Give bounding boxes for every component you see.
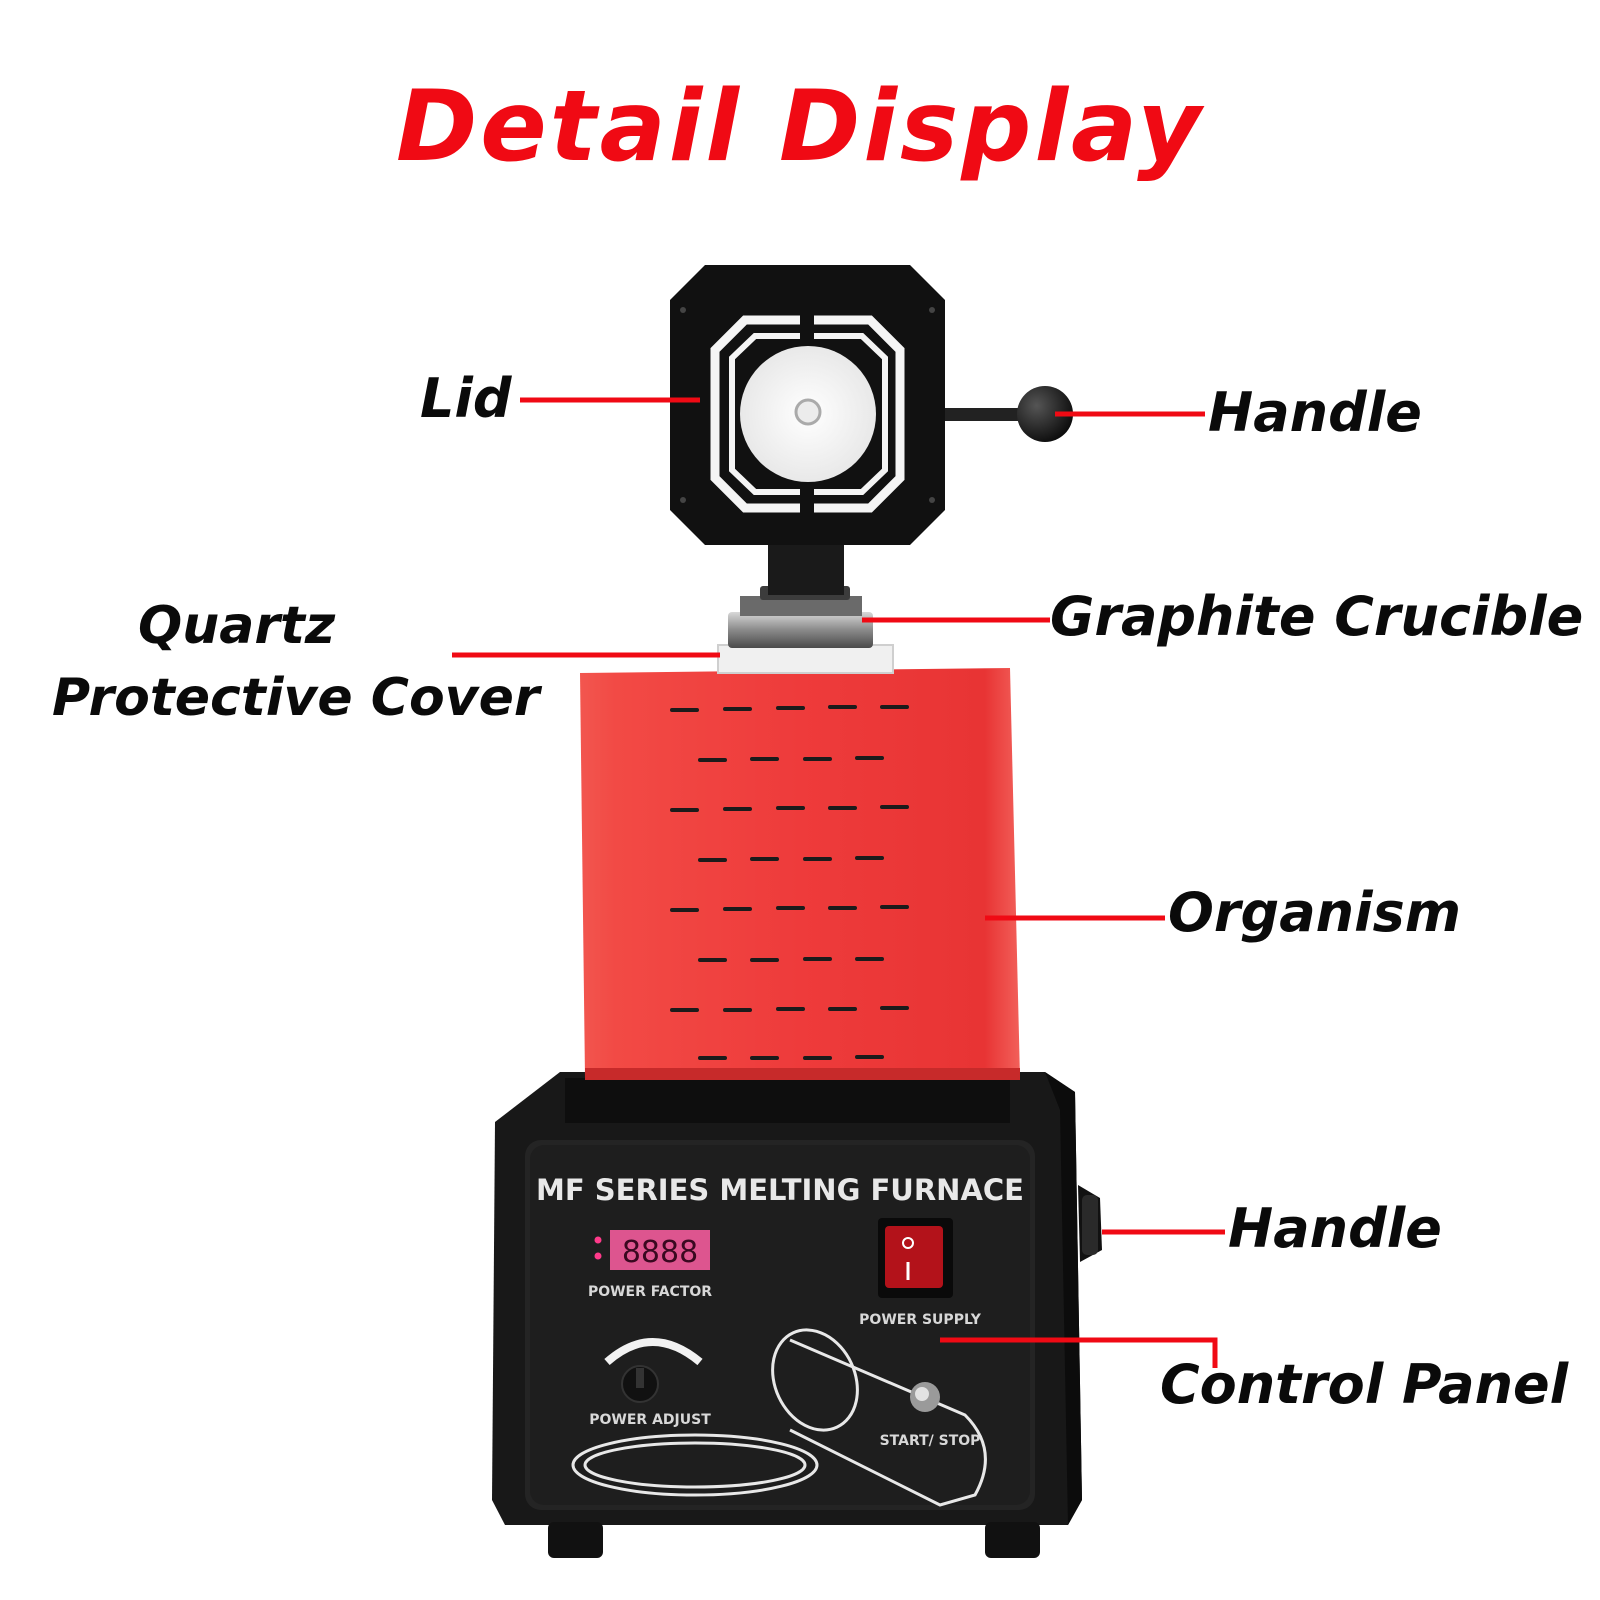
lid-label: Lid	[420, 367, 512, 430]
control-panel-label: Control Panel	[1160, 1353, 1569, 1416]
power-switch-icon[interactable]	[878, 1218, 953, 1298]
quartz-label-line1: Quartz	[138, 596, 336, 656]
quartz-cover	[717, 586, 894, 674]
organism-body	[580, 668, 1020, 1080]
page-title: Detail Display	[395, 70, 1205, 184]
led-display: 8888	[594, 1230, 710, 1270]
display-readout: 8888	[622, 1235, 698, 1270]
power-adjust-label: POWER ADJUST	[589, 1412, 711, 1428]
brand-label: MF SERIES MELTING FURNACE	[536, 1173, 1024, 1207]
leader-lines	[452, 397, 1225, 1368]
crucible-outline-icon	[571, 1328, 987, 1507]
power-supply-label: POWER SUPPLY	[859, 1312, 982, 1328]
lid-neck	[768, 540, 844, 595]
graphite-label: Graphite Crucible	[1050, 585, 1584, 648]
start-stop-label: START/ STOP	[880, 1433, 981, 1449]
lid	[670, 265, 945, 545]
power-factor-label: POWER FACTOR	[588, 1284, 712, 1300]
base-cabinet	[492, 1072, 1102, 1558]
organism-label: Organism	[1168, 881, 1461, 944]
quartz-label-line2: Protective Cover	[52, 668, 540, 728]
quartz-label: Quartz Protective Cover	[20, 590, 565, 734]
knob-icon[interactable]	[604, 1338, 703, 1403]
start-stop-button-icon[interactable]	[910, 1382, 940, 1412]
handle-top-label: Handle	[1208, 381, 1422, 444]
handle-side-label: Handle	[1228, 1197, 1442, 1260]
top-handle[interactable]	[945, 386, 1073, 442]
